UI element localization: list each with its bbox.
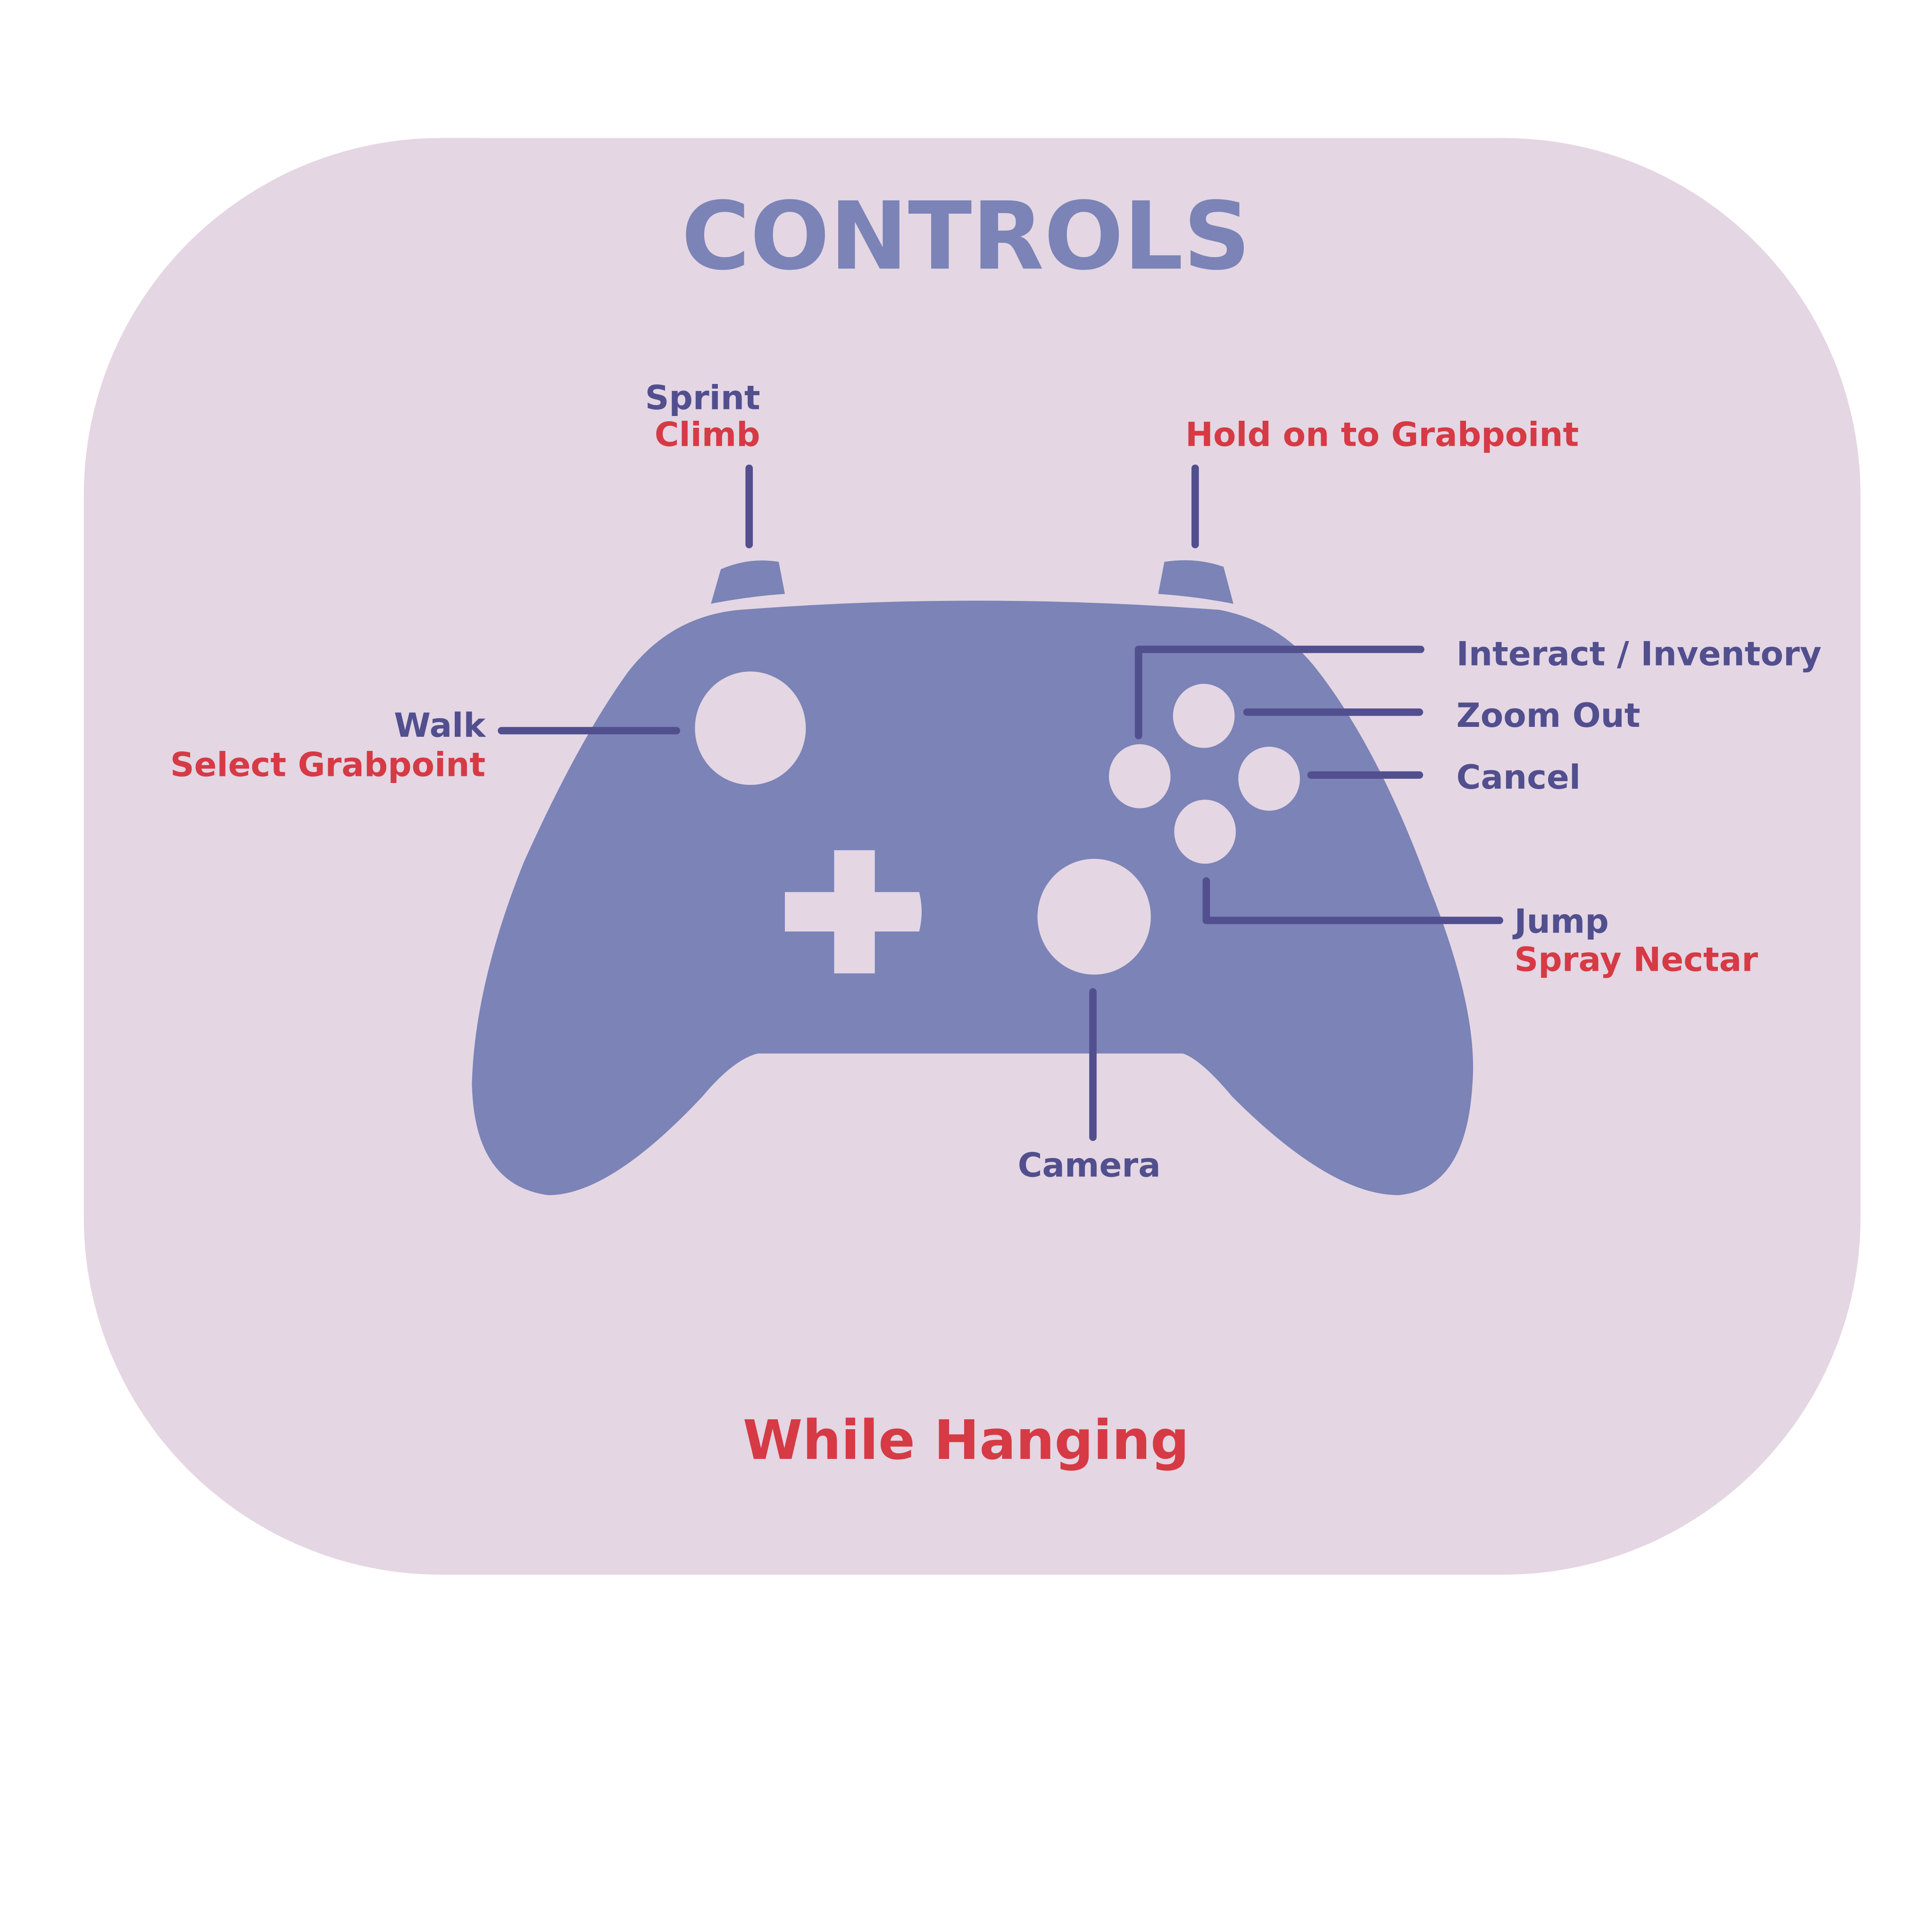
controller-icon bbox=[472, 560, 1474, 1195]
page-title: CONTROLS bbox=[681, 182, 1250, 291]
left-stick bbox=[695, 671, 806, 785]
callout-lines bbox=[498, 464, 1503, 1141]
button-y bbox=[1173, 683, 1235, 748]
left-trigger bbox=[711, 560, 785, 604]
button-x bbox=[1109, 744, 1171, 808]
button-x-line bbox=[1134, 645, 1424, 740]
label-hold-grabpoint: Hold on to Grabpoint bbox=[1185, 416, 1579, 454]
dpad bbox=[785, 850, 922, 974]
mode-subtitle: While Hanging bbox=[743, 1409, 1190, 1472]
label-spray-nectar: Spray Nectar bbox=[1514, 940, 1758, 979]
right-trigger bbox=[1158, 560, 1233, 604]
right-stick bbox=[1037, 858, 1151, 975]
label-zoom-out: Zoom Out bbox=[1457, 696, 1641, 735]
label-select-grabpoint: Select Grabpoint bbox=[170, 746, 485, 784]
button-a-line bbox=[1202, 877, 1503, 924]
label-sprint: Sprint bbox=[645, 378, 760, 417]
button-b bbox=[1238, 747, 1300, 811]
label-cancel: Cancel bbox=[1457, 758, 1581, 797]
label-camera: Camera bbox=[1018, 1146, 1161, 1185]
label-walk: Walk bbox=[394, 706, 486, 745]
label-interact: Interact / Inventory bbox=[1457, 635, 1822, 674]
button-a bbox=[1174, 799, 1236, 864]
label-climb: Climb bbox=[655, 416, 760, 454]
label-jump: Jump bbox=[1512, 902, 1608, 941]
